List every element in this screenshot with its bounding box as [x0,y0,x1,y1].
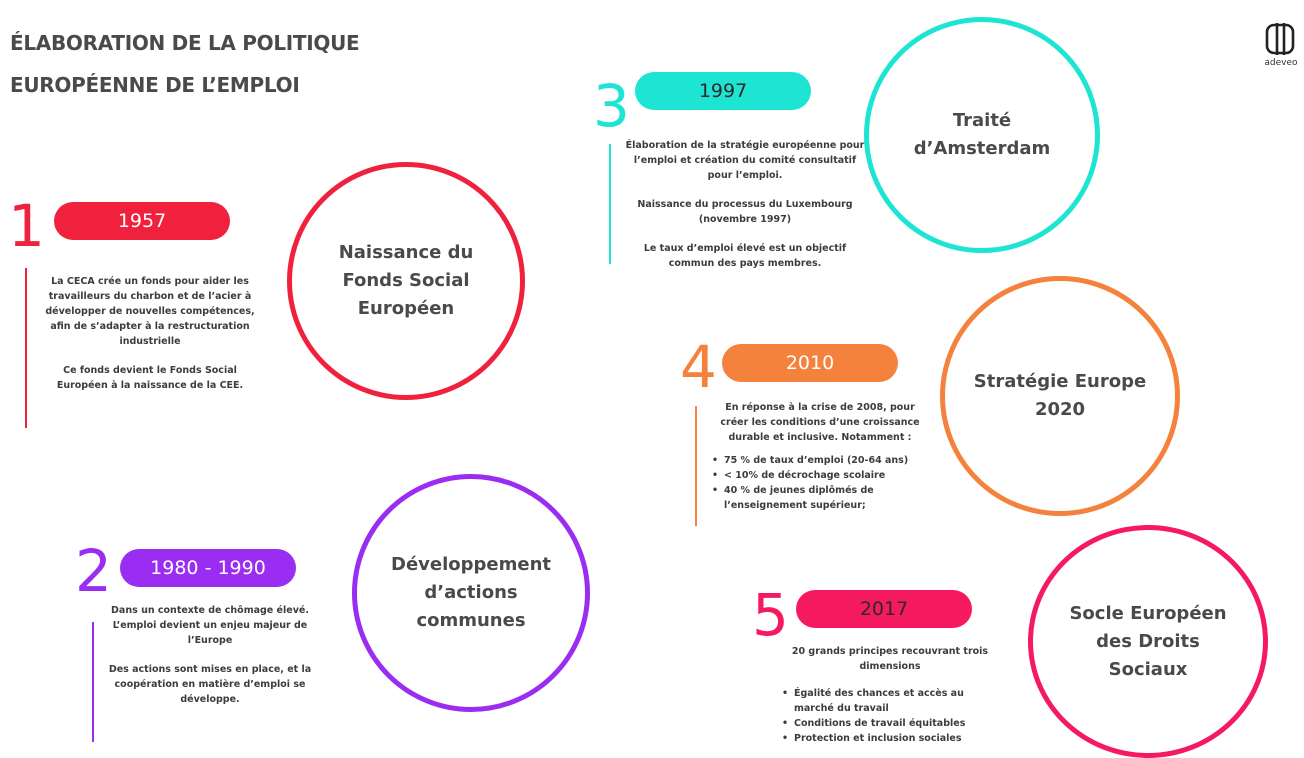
year-badge: 1957 [54,202,230,240]
milestone-circle: Traité d’Amsterdam [864,17,1100,253]
description-paragraph: En réponse à la crise de 2008, pour crée… [720,402,920,443]
page-title-line-1: ÉLABORATION DE LA POLITIQUE [10,31,360,55]
milestone-circle-label: Socle Européen des Droits Sociaux [1069,602,1227,680]
year-badge: 2017 [796,590,972,628]
milestone-circle: Stratégie Europe 2020 [940,276,1180,516]
year-badge: 2010 [722,344,898,382]
bullet-item: 40 % de jeunes diplômés de l’enseignemen… [710,483,930,513]
brand-logo: adeveo [1258,22,1304,68]
milestone-circle-label: Développement d’actions communes [391,554,551,631]
milestone-number: 5 [752,581,789,649]
milestone-description: Dans un contexte de chômage élevé. L’emp… [105,603,315,721]
milestone-number: 3 [593,72,630,140]
description-paragraph: Des actions sont mises en place, et la c… [108,664,312,705]
bullet-item: < 10% de décrochage scolaire [710,468,930,483]
description-paragraph: 20 grands principes recouvrant trois dim… [791,646,989,672]
description-paragraph: Le taux d’emploi élevé est un objectif c… [643,243,847,269]
bullet-item: Égalité des chances et accès au marché d… [780,686,1000,716]
milestone-circle-label: Stratégie Europe 2020 [973,371,1147,420]
milestone-number: 4 [680,333,717,401]
timeline-bar [695,406,697,526]
timeline-bar [25,268,27,428]
milestone-description: 20 grands principes recouvrant trois dim… [780,644,1000,746]
timeline-bar [609,144,611,264]
description-bullets: Égalité des chances et accès au marché d… [780,686,1000,746]
milestone-circle: Développement d’actions communes [352,474,590,712]
timeline-bar [92,622,94,742]
description-paragraph: Élaboration de la stratégie européenne p… [625,140,865,181]
milestone-circle-label: Naissance du Fonds Social Européen [338,242,474,319]
milestone-circle-label: Traité d’Amsterdam [913,110,1051,159]
description-bullets: 75 % de taux d’emploi (20-64 ans) < 10% … [710,453,930,513]
bullet-item: Conditions de travail équitables [780,716,1000,731]
description-paragraph: Ce fonds devient le Fonds Social Europée… [56,365,244,391]
milestone-number: 1 [8,192,45,260]
milestone-number: 2 [75,537,112,605]
year-badge: 1997 [635,72,811,110]
adeveo-logo-icon [1265,23,1295,55]
milestone-circle: Socle Européen des Droits Sociaux [1028,525,1268,758]
milestone-description: En réponse à la crise de 2008, pour crée… [710,400,930,513]
bullet-item: Protection et inclusion sociales [780,731,1000,746]
year-badge: 1980 - 1990 [120,549,296,587]
milestone-description: La CECA crée un fonds pour aider les tra… [40,274,260,407]
logo-text: adeveo [1264,58,1298,68]
milestone-circle: Naissance du Fonds Social Européen [287,162,525,400]
page-title-line-2: EUROPÉENNE DE L’EMPLOI [10,73,300,97]
description-paragraph: Naissance du processus du Luxembourg (no… [637,199,853,225]
page-title: ÉLABORATION DE LA POLITIQUE EUROPÉENNE D… [10,22,360,106]
description-paragraph: Dans un contexte de chômage élevé. L’emp… [111,605,309,646]
bullet-item: 75 % de taux d’emploi (20-64 ans) [710,453,930,468]
milestone-description: Élaboration de la stratégie européenne p… [625,138,865,285]
description-paragraph: La CECA crée un fonds pour aider les tra… [45,276,255,347]
